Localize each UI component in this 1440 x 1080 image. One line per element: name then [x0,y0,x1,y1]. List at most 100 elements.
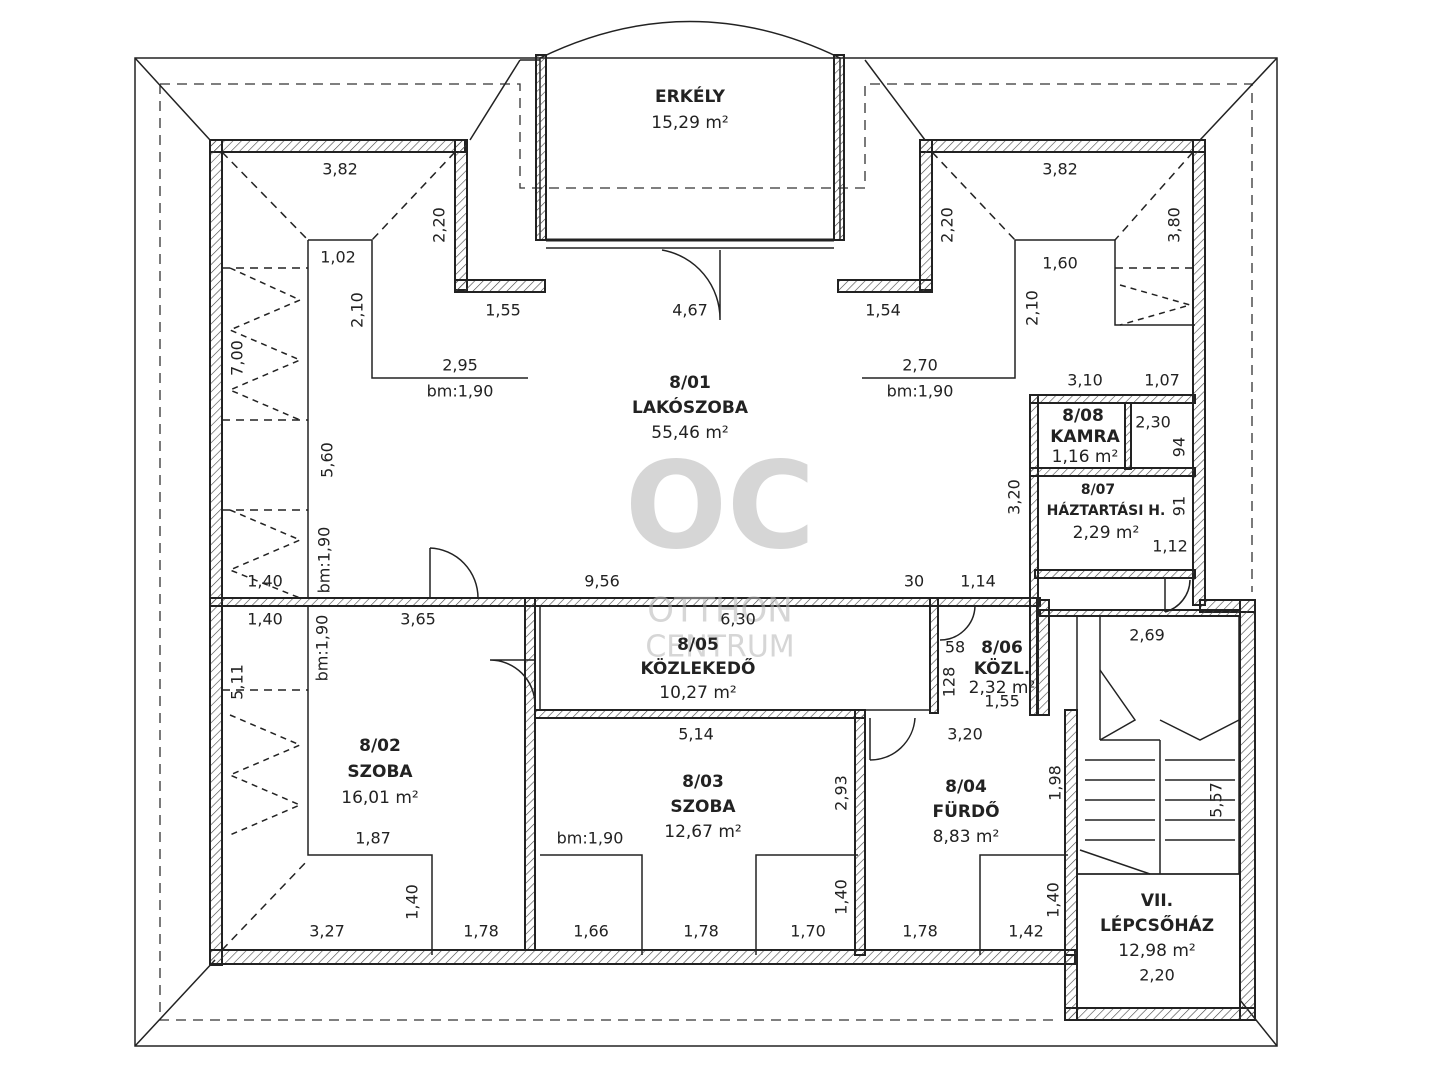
room-801-name: LAKÓSZOBA [632,396,749,418]
room-806-area: 2,32 m² [969,678,1036,698]
room-802-area: 16,01 m² [341,788,418,808]
dim-label: 4,67 [672,301,708,320]
room-803-name: SZOBA [670,797,736,817]
dim-label: bm:1,90 [887,382,954,401]
dim-label: 1,55 [984,692,1020,711]
room-806-name: KÖZL. [974,657,1030,679]
dim-label: 128 [940,667,959,698]
room-801-area: 55,46 m² [651,423,728,443]
room-803-code: 8/03 [682,772,724,792]
room-labels: ERKÉLY 15,29 m² 8/01 LAKÓSZOBA 55,46 m² … [341,85,1214,985]
room-808-area: 1,16 m² [1052,447,1119,467]
dim-label: 1,78 [463,922,499,941]
dim-label: 5,14 [678,725,714,744]
dim-label: 3,82 [1042,160,1078,179]
dim-label: 3,20 [1005,479,1024,515]
dim-label: 2,95 [442,356,478,375]
dim-label: 2,69 [1129,626,1165,645]
room-807-name: HÁZTARTÁSI H. [1047,502,1166,519]
room-808-code: 8/08 [1062,406,1104,426]
dim-label: bm:1,90 [315,527,334,594]
dim-label: 94 [1170,437,1189,457]
dim-label: 1,98 [1046,765,1065,801]
room-807-code: 8/07 [1081,482,1115,498]
room-805-code: 8/05 [677,635,719,655]
dim-label: 3,20 [947,725,983,744]
room-802-code: 8/02 [359,736,401,756]
dim-label: 1,42 [1008,922,1044,941]
dim-label: 1,12 [1152,537,1188,556]
room-804-area: 8,83 m² [933,827,1000,847]
dim-label: 3,10 [1067,371,1103,390]
dim-label: 1,87 [355,829,391,848]
dim-label: 3,82 [322,160,358,179]
low-ceiling-lines [221,151,1195,955]
dim-label: 1,60 [1042,254,1078,273]
interior-walls [209,394,1241,956]
room-erkely-name: ERKÉLY [655,85,726,107]
outer-walls [209,139,1256,1021]
dim-label: 30 [904,572,924,591]
dim-label: 2,20 [430,207,449,243]
room-stair-width: 2,20 [1139,966,1175,985]
dim-label: 5,57 [1207,782,1226,818]
dim-label: 9,56 [584,572,620,591]
room-erkely-area: 15,29 m² [651,113,728,133]
dim-label: bm:1,90 [427,382,494,401]
room-805-area: 10,27 m² [659,683,736,703]
room-802-name: SZOBA [347,762,413,782]
room-stair-code: VII. [1141,891,1173,911]
stairs [1076,615,1240,875]
dim-label: 1,40 [247,572,283,591]
dim-label: 1,02 [320,248,356,267]
dim-label: 3,80 [1165,207,1184,243]
dim-label: 1,40 [832,879,851,915]
balcony [535,20,845,249]
room-806-code: 8/06 [981,638,1023,658]
dim-label: 2,10 [1023,290,1042,326]
watermark-line1: OTTHON [647,591,792,631]
dim-label: 2,93 [832,775,851,811]
room-801-code: 8/01 [669,373,711,393]
dim-label: 91 [1170,496,1189,516]
dim-label: 1,55 [485,301,521,320]
dimension-labels: 3,82 3,82 2,20 2,20 3,80 1,02 1,60 2,10 … [228,160,1226,941]
dim-label: 3,65 [400,610,436,629]
dim-label: 2,70 [902,356,938,375]
room-stair-area: 12,98 m² [1118,941,1195,961]
dim-label: 3,27 [309,922,345,941]
dim-label: 1,40 [247,610,283,629]
dim-label: 1,78 [683,922,719,941]
dim-label: 7,00 [228,340,247,376]
dim-label: 1,70 [790,922,826,941]
dim-label: 2,20 [938,207,957,243]
dim-label: bm:1,90 [557,829,624,848]
room-807-area: 2,29 m² [1073,523,1140,543]
dim-label: 1,14 [960,572,996,591]
dim-label: 1,54 [865,301,901,320]
room-805-name: KÖZLEKEDŐ [641,657,756,679]
room-803-area: 12,67 m² [664,822,741,842]
dim-label: 1,07 [1144,371,1180,390]
room-804-name: FÜRDŐ [932,800,999,822]
room-stair-name: LÉPCSŐHÁZ [1100,914,1214,936]
dim-label: 2,10 [348,292,367,328]
watermark-line2: CENTRUM [645,630,794,665]
dim-label: bm:1,90 [313,615,332,682]
dim-label: 1,66 [573,922,609,941]
room-808-name: KAMRA [1050,427,1120,447]
doors [429,249,1191,761]
roof-outline [134,57,1278,1047]
dim-label: 5,11 [228,664,247,700]
dim-label: 1,78 [902,922,938,941]
dim-label: 1,40 [1044,882,1063,918]
dim-label: 5,60 [318,442,337,478]
dim-label: 58 [945,638,965,657]
dim-label: 1,40 [403,884,422,920]
room-804-code: 8/04 [945,777,987,797]
dim-label: 6,30 [720,610,756,629]
watermark: OC OTTHON CENTRUM [625,438,815,665]
dim-label: 2,30 [1135,413,1171,432]
watermark-mark: OC [625,438,815,577]
